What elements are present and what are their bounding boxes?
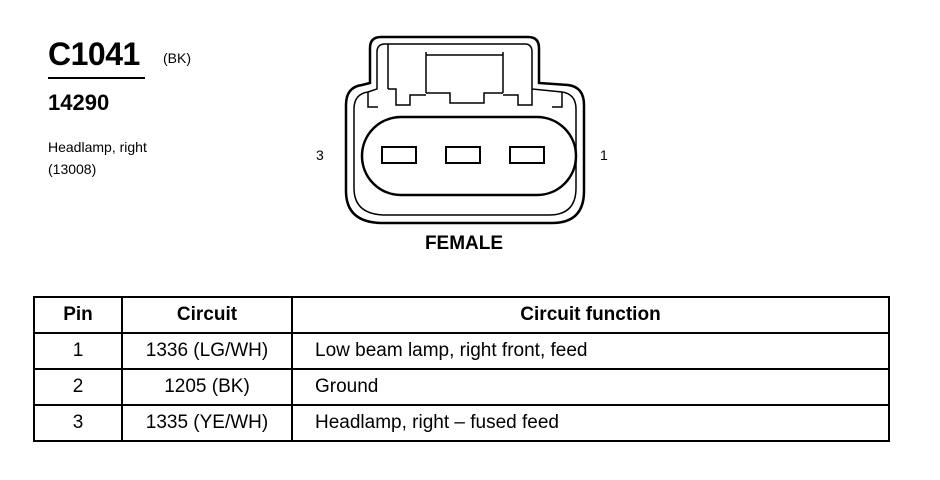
cell-function: Headlamp, right – fused feed (291, 404, 890, 442)
connector-description: Headlamp, right (48, 139, 147, 155)
connector-id: C1041 (48, 36, 140, 72)
pin-cavity-1 (509, 146, 545, 164)
part-number: 14290 (48, 90, 110, 115)
pin-label-right: 1 (600, 147, 608, 163)
connector-description-code: (13008) (48, 161, 97, 177)
cell-circuit: 1335 (YE/WH) (121, 404, 293, 442)
pin-label-left: 3 (316, 147, 324, 163)
cell-pin: 3 (33, 404, 123, 442)
pin-cavity-3 (381, 146, 417, 164)
cell-pin: 1 (33, 332, 123, 370)
gender-label: FEMALE (425, 233, 503, 254)
connector-color: (BK) (163, 50, 191, 66)
cell-circuit: 1205 (BK) (121, 368, 293, 406)
terminal-face (360, 115, 578, 197)
header-function: Circuit function (291, 296, 890, 334)
table-row: 2 1205 (BK) Ground (33, 368, 890, 406)
pin-cavity-2 (445, 146, 481, 164)
table-row: 3 1335 (YE/WH) Headlamp, right – fused f… (33, 404, 890, 442)
cell-function: Ground (291, 368, 890, 406)
connector-face-diagram: 3 1 FEMALE (316, 35, 608, 254)
cell-pin: 2 (33, 368, 123, 406)
table-header-row: Pin Circuit Circuit function (33, 296, 890, 334)
connector-housing-inner (353, 43, 577, 216)
header-circuit: Circuit (121, 296, 293, 334)
connector-id-underline (48, 77, 145, 79)
connector-latch (367, 44, 563, 108)
header-pin: Pin (33, 296, 123, 334)
cell-function: Low beam lamp, right front, feed (291, 332, 890, 370)
cell-circuit: 1336 (LG/WH) (121, 332, 293, 370)
pin-table: Pin Circuit Circuit function 1 1336 (LG/… (33, 296, 890, 442)
table-row: 1 1336 (LG/WH) Low beam lamp, right fron… (33, 332, 890, 370)
connector-housing-outer (344, 35, 586, 225)
